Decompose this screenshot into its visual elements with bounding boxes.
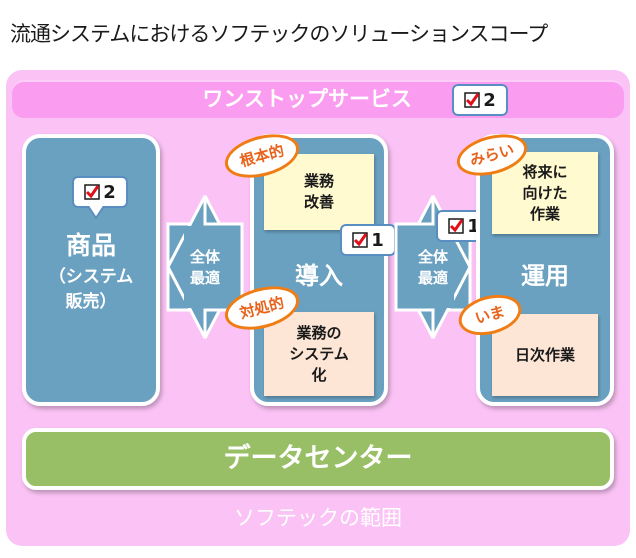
introduction-check-count: 1 [371, 229, 384, 251]
checkbox-icon [464, 92, 480, 108]
scope-label: ソフテックの範囲 [234, 506, 402, 530]
arrow-2-line2: 最適 [417, 269, 448, 287]
checkbox-icon [352, 232, 368, 248]
checkbox-icon [84, 184, 100, 200]
banner-check-badge: 2 [452, 84, 508, 116]
product-subtitle-1: （システム [48, 267, 134, 287]
arrow-1-line2: 最適 [189, 269, 220, 287]
note-line: システム [289, 344, 349, 363]
arrow-2-line1: 全体 [417, 248, 448, 266]
badge-pointer [87, 206, 105, 220]
note-line: 向けた [522, 183, 568, 202]
note-line: 改善 [303, 193, 334, 211]
note-line: 化 [311, 365, 327, 384]
business-systemization-note: 業務のシステム化 [264, 312, 374, 396]
note-line: 将来に [522, 162, 568, 181]
banner-check-count: 2 [483, 89, 496, 111]
one-stop-service-banner [12, 80, 624, 118]
note-line: 業務の [296, 323, 342, 342]
datacenter-bar [22, 428, 614, 490]
introduction-title: 導入 [295, 262, 343, 290]
product-subtitle-2: 販売） [65, 292, 117, 312]
note-line: 作業 [529, 204, 560, 223]
introduction-check-badge: 1 [340, 224, 396, 256]
operation-title: 運用 [521, 262, 569, 290]
note-line: 日次作業 [514, 345, 575, 364]
one-stop-service-label: ワンストップサービス [202, 87, 412, 111]
arrow-1-line1: 全体 [189, 248, 220, 266]
diagram-title: 流通システムにおけるソフテックのソリューションスコープ [10, 22, 548, 46]
note-line: 業務 [303, 172, 334, 190]
product-title: 商品 [65, 231, 116, 260]
double-arrow-left [166, 195, 244, 339]
product-check-badge: 2 [72, 176, 128, 208]
checkbox-icon [448, 218, 464, 234]
datacenter-label: データセンター [223, 443, 413, 474]
product-check-count: 2 [103, 181, 116, 203]
daily-work-note: 日次作業 [492, 314, 598, 396]
